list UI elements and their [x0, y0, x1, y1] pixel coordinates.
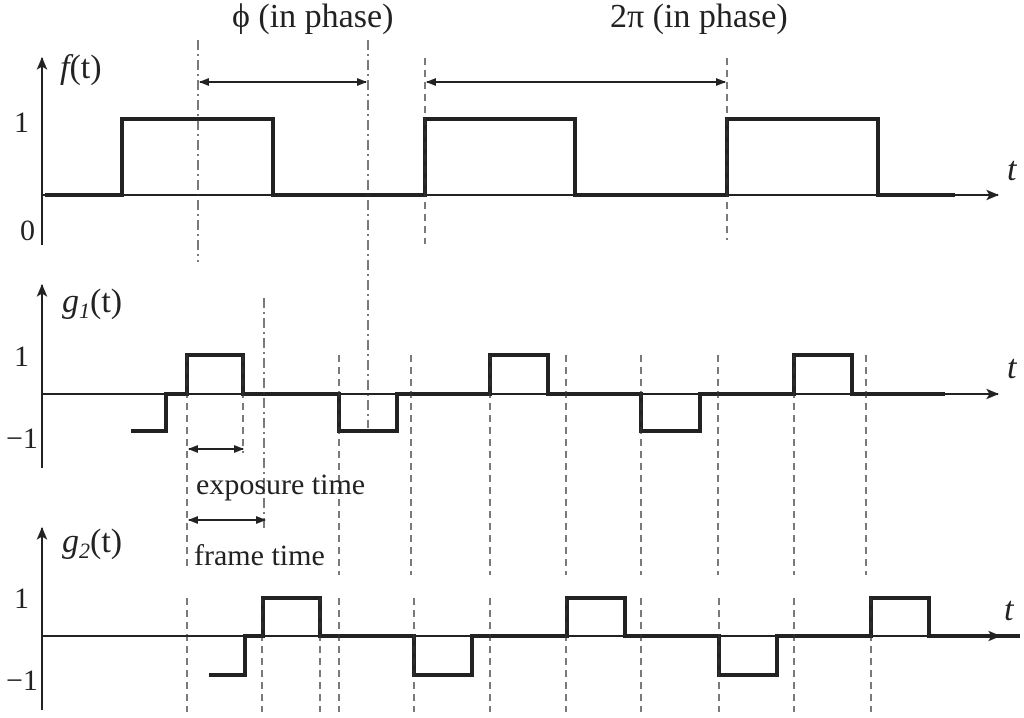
frame-time-label: frame time — [194, 539, 325, 572]
f-tick-0: 0 — [20, 214, 35, 247]
f-signal — [45, 117, 955, 197]
g1-tick-neg1: −1 — [6, 422, 38, 455]
g1-t-label: t — [1007, 349, 1018, 386]
f-tick-1: 1 — [14, 106, 29, 139]
g2-tick-neg1: −1 — [6, 664, 38, 697]
guide-lines — [186, 40, 872, 712]
exposure-time-label: exposure time — [196, 468, 365, 501]
g2-signal — [209, 596, 1020, 677]
panel-g2: g2(t) t 1 −1 — [6, 523, 1020, 710]
g2-tick-1: 1 — [14, 582, 29, 615]
g2-axis-title: g2(t) — [62, 523, 122, 563]
annotations: ϕ (in phase) 2π (in phase) — [199, 0, 788, 86]
g2-t-label: t — [1004, 591, 1015, 628]
f-axis-title: f(t) — [60, 49, 102, 86]
panel-g1: g1(t) t 1 −1 exposure time frame time — [6, 283, 1018, 572]
f-t-label: t — [1007, 151, 1018, 188]
period-label: 2π (in phase) — [610, 0, 788, 35]
phase-label: ϕ (in phase) — [232, 0, 393, 35]
g1-tick-1: 1 — [14, 340, 29, 373]
g1-axis-title: g1(t) — [62, 283, 122, 323]
panel-f: f(t) t 1 0 — [14, 49, 1018, 247]
